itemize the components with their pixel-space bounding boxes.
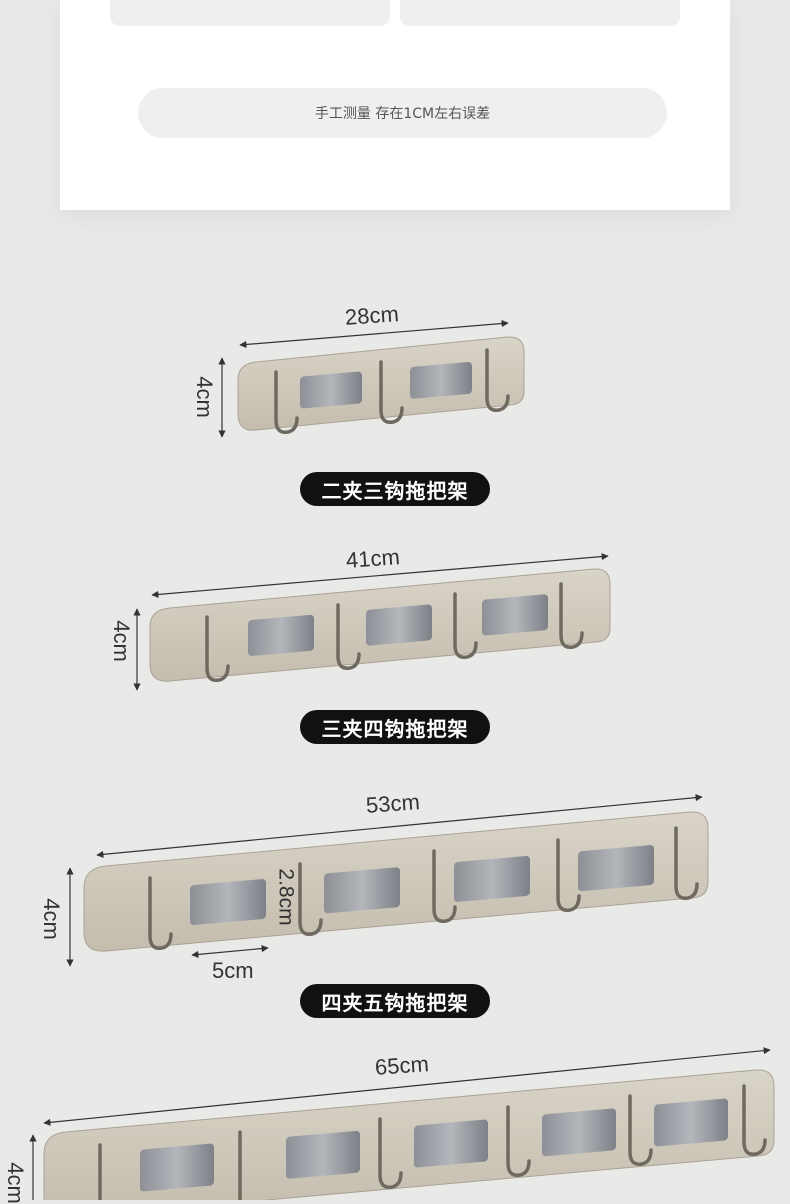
product-label-3: 四夹五钩拖把架 — [300, 984, 490, 1018]
length-label-2: 41cm — [345, 544, 401, 573]
product-label-1: 二夹三钩拖把架 — [300, 472, 490, 506]
clip-width-label: 5cm — [212, 958, 254, 983]
mop-rack-3-clips — [133, 552, 611, 691]
spec-box-left — [110, 0, 390, 26]
product-label-2: 三夹四钩拖把架 — [300, 710, 490, 744]
height-label-4: 4cm — [2, 1162, 28, 1204]
card-scallop-edge — [60, 204, 730, 216]
spec-box-right — [400, 0, 680, 26]
length-label-3: 53cm — [365, 789, 421, 818]
height-label-1: 4cm — [191, 376, 217, 418]
mop-rack-5-clips — [29, 1047, 775, 1200]
mop-rack-2-clips — [218, 319, 525, 438]
mop-rack-4-clips — [66, 794, 709, 967]
height-label-3: 4cm — [38, 898, 64, 940]
measurement-note: 手工测量 存在1CM左右误差 — [138, 88, 667, 138]
height-label-2: 4cm — [108, 620, 134, 662]
clip-height-label: 2.8cm — [274, 868, 298, 926]
length-label-4: 65cm — [374, 1051, 430, 1080]
length-label-1: 28cm — [344, 301, 400, 330]
